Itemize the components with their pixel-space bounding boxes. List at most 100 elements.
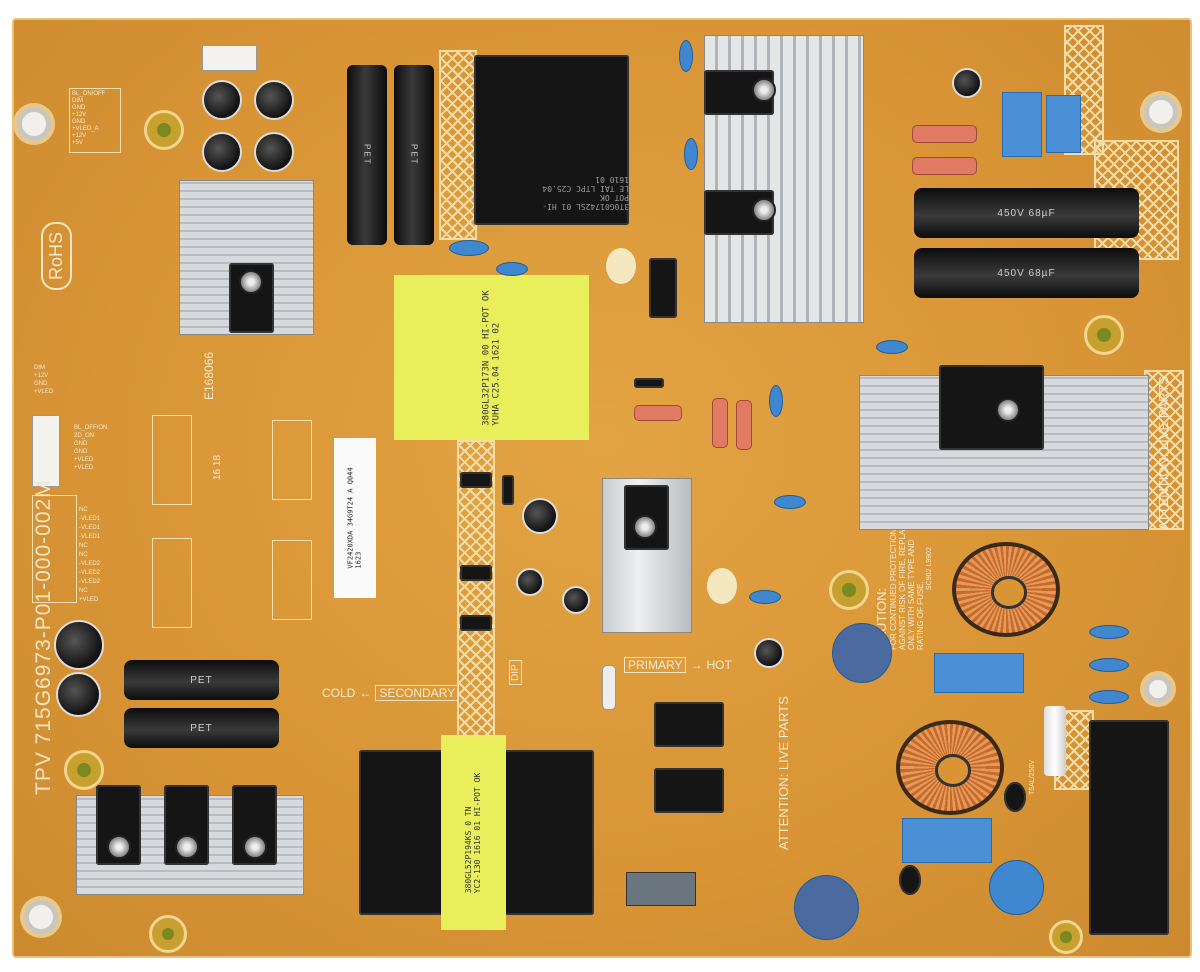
ac-inlet-connector [1089,720,1169,935]
pin-label: +5V [72,140,83,146]
barcode-label: VF2420XDA 34G9T24 A Q044 1623 [334,438,376,598]
varistor [794,875,859,940]
ic-chip [460,615,492,631]
electrolytic-capacitor [516,568,544,596]
label-line: LE TAI LTPC C25.04 1610 01 [542,175,629,193]
ic-outline [272,540,312,620]
screw [175,835,199,859]
electrolytic-capacitor [952,68,982,98]
mounting-hole [17,107,51,141]
pin-label: GND [34,381,48,387]
primary-hot-label: PRIMARY → HOT [624,657,732,673]
x-capacitor [934,653,1024,693]
label-line: 3T0G01742SL 01 HI-POT OK [542,193,629,211]
pin-label: +VLED_A [72,126,99,132]
mounting-hole [1144,95,1178,129]
transistor [1004,782,1026,812]
fuse [1044,706,1066,776]
capacitor-c9110: PET [394,65,434,245]
screw [107,835,131,859]
ceramic-capacitor [1089,690,1129,704]
pin-label: DIM [34,365,45,371]
dip-label: DIP [509,660,522,685]
pin-label: BL_ON/OFF [72,91,106,97]
output-capacitor: PET [124,708,279,748]
transistor [654,768,724,813]
pin-label: -VLED2 [79,561,101,567]
ceramic-capacitor [749,590,781,604]
ceramic-capacitor [684,138,698,170]
screw [752,198,776,222]
rohs-mark: RoHS [41,221,72,290]
sticker-line: 380GL52P194KS 0 TN [464,806,474,893]
y-capacitor [989,860,1044,915]
caution-line: RATING OF FUSE. [916,581,925,650]
optocoupler [626,872,696,906]
diode [634,378,664,388]
secondary-label: SECONDARY [375,685,460,701]
resistor [634,405,682,421]
sticker-line: YC2-130 1616 01 HI-POT OK [473,772,483,893]
electrolytic-capacitor [202,80,242,120]
screw [239,270,263,294]
attention-live-parts-bottom: ATTENTION: LIVE PARTS [776,696,791,850]
sticker-line: YUHA C25.04 1621 02 [491,322,502,426]
isolation-slot [439,50,477,240]
screw [633,515,657,539]
transistor [899,865,921,895]
ground-pad [149,915,187,953]
ceramic-capacitor [679,40,693,72]
pin-label: +12V [34,373,49,379]
ul-mark: E168066 [202,351,216,400]
caution-line: FOR CONTINUED PROTECTION [889,528,898,650]
output-capacitor: PET [124,660,279,700]
resistor [736,400,752,450]
ic-chip [460,472,492,488]
attention-live-parts-right: ATTENTION: LIVE PARTS [1156,376,1171,530]
transformer-label: 3T0G01742SL 01 HI-POT OK LE TAI LTPC C25… [529,175,629,211]
pin-label: -VLED1 [79,534,101,540]
common-mode-choke [896,720,1004,815]
pin-label: NC [79,552,88,558]
regulator [649,258,677,318]
pin-label: +12V [72,112,87,118]
electrolytic-capacitor [202,132,242,172]
mounting-hole [24,900,58,934]
sticker-line: 380GL32P173N 00 HI-POT OK [481,289,492,426]
x-capacitor [1046,95,1081,153]
pin-label: 2D_ON [74,433,95,439]
pin-label: NC [79,507,88,513]
ground-pad [64,750,104,790]
electrolytic-capacitor [254,80,294,120]
screw [243,835,267,859]
electrolytic-capacitor [522,498,558,534]
ground-pad [144,110,184,150]
ceramic-capacitor [774,495,806,509]
pin-label: GND [74,449,88,455]
pin-label: GND [72,105,86,111]
pin-label: +12V [72,133,87,139]
ic-outline [152,415,192,505]
capacitor-c9109: PET [347,65,387,245]
ground-pad [1084,315,1124,355]
ceramic-capacitor [496,262,528,276]
ceramic-capacitor [1089,625,1129,639]
resistor [912,157,977,175]
pin-legend-top: BL_ON/OFF DIM GND +12V GND +VLED_A +12V … [69,88,121,153]
pin-label: -VLED2 [79,570,101,576]
diode [502,475,514,505]
bulk-capacitor: 450V 68µF [914,248,1139,298]
pin-label: +VLED [74,465,94,471]
screw [996,398,1020,422]
caution-line: ONLY WITH SAME TYPE AND [907,539,916,650]
electrolytic-capacitor [562,586,590,614]
primary-label: PRIMARY [624,657,687,673]
label-line: 1623 [355,551,363,569]
pin-label: BL_OFF/ON [74,425,108,431]
pin-legend-mid: DIM +12V GND +VLED BL_OFF/ON 2D_ON GND G… [34,365,107,495]
transistor [654,702,724,747]
bridge-rectifier [939,365,1044,450]
pin-label: -VLED2 [79,579,101,585]
varistor [832,623,892,683]
connector-cn9102 [32,415,60,487]
